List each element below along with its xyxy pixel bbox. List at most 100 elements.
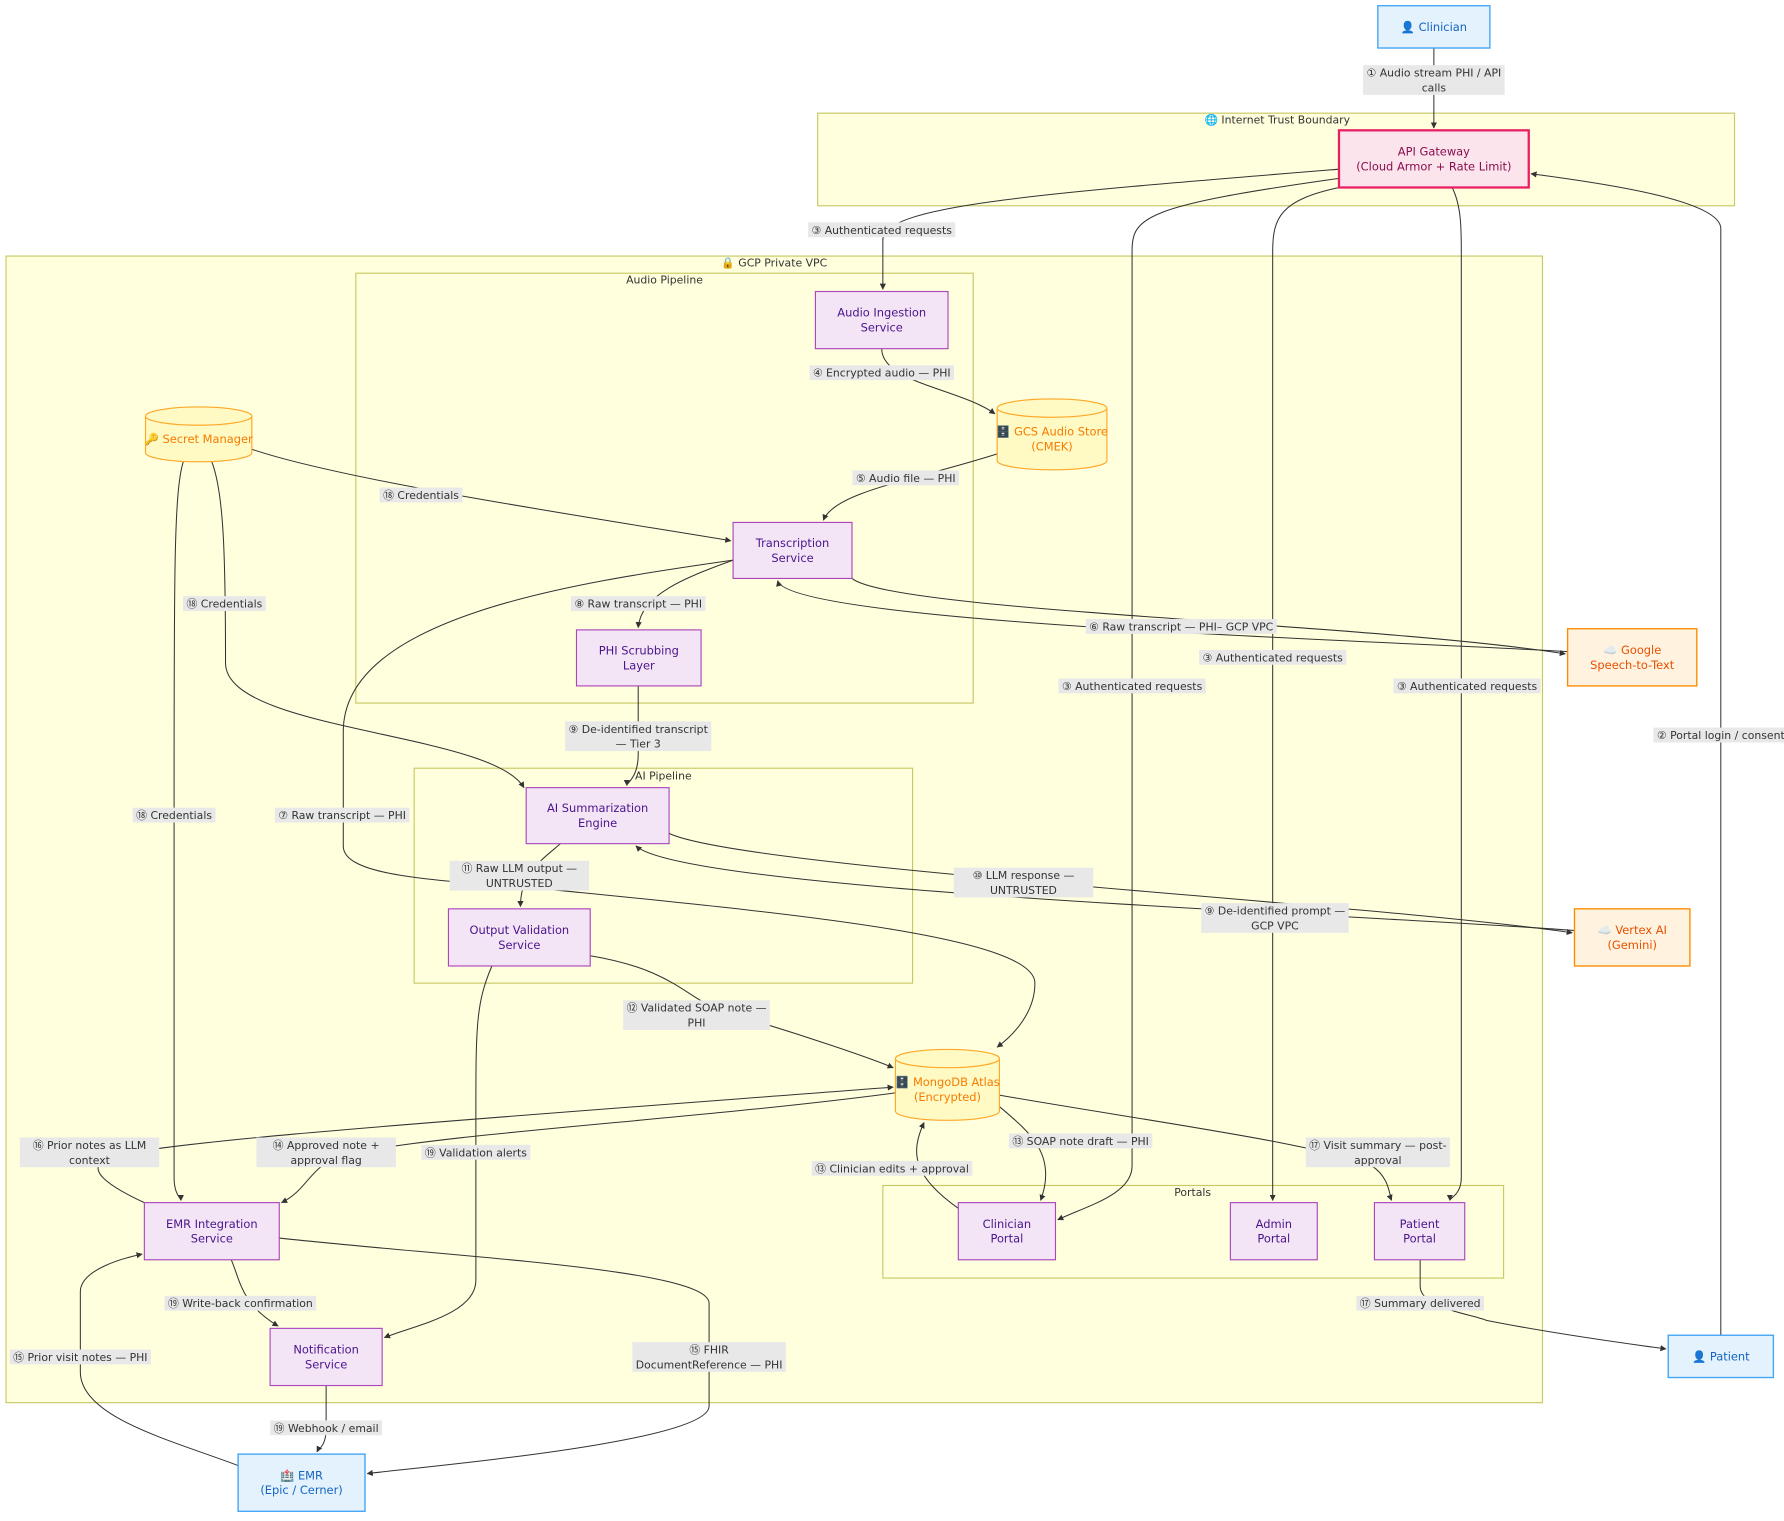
edge-label: ④ Encrypted audio — PHI <box>809 365 955 381</box>
edge-arrow <box>280 1092 896 1204</box>
edge-label-text: ⑦ Raw transcript — PHI <box>278 809 406 822</box>
edge-label-background <box>1653 727 1784 743</box>
edge-label: ⑱ Credentials <box>132 807 216 823</box>
edge-arrow <box>1057 177 1340 1221</box>
edge-label-text: calls <box>1422 81 1447 94</box>
node-clinician[interactable]: 👤 Clinician <box>1377 5 1491 49</box>
node-box <box>1377 5 1491 49</box>
edge-arrow <box>881 348 996 415</box>
edge-label-text: context <box>69 1154 110 1167</box>
node-label: EMR Integration <box>166 1217 258 1231</box>
node-label: 🔑 Secret Manager <box>145 432 253 446</box>
edge-arrow <box>211 461 525 789</box>
node-box <box>269 1327 383 1387</box>
node-box <box>814 290 949 350</box>
edge-label-background <box>1085 619 1277 634</box>
node-label: Service <box>861 321 903 335</box>
edge-label-text: ⑩ LLM response — <box>973 869 1075 882</box>
node-label: (Cloud Armor + Rate Limit) <box>1356 159 1511 173</box>
edge-label-background <box>9 1349 151 1365</box>
node-gcs[interactable]: 🗄️ GCS Audio Store(CMEK) <box>996 398 1108 471</box>
node-label: Portal <box>1257 1232 1290 1246</box>
edge-label: ⑰ Summary delivered <box>1356 1295 1484 1311</box>
node-label: AI Summarization <box>547 801 648 815</box>
node-label: Service <box>771 551 813 565</box>
edge-label: ③ Authenticated requests <box>808 222 956 238</box>
node-secret-manager[interactable]: 🔑 Secret Manager <box>145 406 253 463</box>
node-box <box>143 1202 280 1261</box>
node-box <box>1573 908 1691 967</box>
edge-label-background <box>1008 1133 1153 1149</box>
edge-arrow <box>822 453 998 521</box>
edge-label-text: ③ Authenticated requests <box>812 224 953 237</box>
edge-label-text: ⑫ Validated SOAP note — <box>627 1002 767 1015</box>
edge-label: ⑪ Raw LLM output —UNTRUSTED <box>449 860 590 891</box>
edge-label: ③ Authenticated requests <box>1058 678 1206 694</box>
node-box <box>1337 129 1530 189</box>
edge-label-background <box>623 1000 770 1031</box>
node-box <box>1566 628 1698 687</box>
edge-label: ⑱ Credentials <box>183 596 266 612</box>
node-emr[interactable]: 🏥 EMR(Epic / Cerner) <box>237 1453 366 1512</box>
edge-label-text: ⑰ Summary delivered <box>1360 1297 1481 1310</box>
database-cylinder-icon <box>894 1048 1001 1121</box>
node-label: 👤 Clinician <box>1401 20 1467 34</box>
edge-label-text: ④ Encrypted audio — PHI <box>813 367 951 380</box>
edge-label-text: ⑲ Write-back confirmation <box>168 1297 313 1310</box>
edge-label-background <box>1201 903 1349 933</box>
node-label: PHI Scrubbing <box>599 643 679 657</box>
edge-label-background <box>565 721 712 752</box>
edge-label-background <box>1305 1137 1450 1168</box>
edge-label-text: ⑨ De-identified transcript <box>569 723 708 736</box>
edge-label-text: ⑬ Clinician edits + approval <box>815 1162 969 1175</box>
node-label: Notification <box>293 1343 359 1357</box>
edge-arrow <box>635 845 1575 932</box>
edge-label-background <box>632 1342 786 1372</box>
edge-arrow <box>173 461 185 1201</box>
edge-label: ⑨ De-identified transcript— Tier 3 <box>565 721 712 752</box>
edge-label-background <box>1058 678 1206 694</box>
edge-label: ⑮ Prior visit notes — PHI <box>9 1349 151 1365</box>
ai-pipeline-title: AI Pipeline <box>635 770 692 783</box>
edge-arrow <box>1530 171 1722 1336</box>
edge-label-background <box>1356 1295 1484 1311</box>
node-mongodb[interactable]: 🗄️ MongoDB Atlas(Encrypted) <box>894 1048 1001 1121</box>
edge-label-text: DocumentReference — PHI <box>636 1358 783 1371</box>
edge-label-text: ⑲ Validation alerts <box>425 1146 527 1159</box>
edge-label-text: ⑥ Raw transcript — PHI– GCP VPC <box>1089 620 1273 633</box>
edge-label-background <box>1199 649 1347 665</box>
node-vertex[interactable]: ☁️ Vertex AI(Gemini) <box>1573 908 1691 967</box>
edge-label: ⑤ Audio file — PHI <box>852 470 960 486</box>
node-patient[interactable]: 👤 Patient <box>1667 1334 1775 1379</box>
node-api-gateway[interactable]: API Gateway(Cloud Armor + Rate Limit) <box>1337 129 1530 189</box>
node-label: Patient <box>1400 1217 1440 1231</box>
edge-arrow <box>279 1237 710 1476</box>
node-label: (Gemini) <box>1607 938 1657 952</box>
edge-label-background <box>19 1137 160 1168</box>
edge-label-background <box>164 1295 317 1311</box>
edge-label: ③ Authenticated requests <box>1199 649 1347 665</box>
node-label: API Gateway <box>1398 144 1470 158</box>
edge-label-text: ③ Authenticated requests <box>1397 680 1538 693</box>
edge-label-text: ⑭ Approved note + <box>273 1139 380 1152</box>
node-label: (CMEK) <box>1031 439 1072 453</box>
edge-label: ⑨ De-identified prompt —GCP VPC <box>1201 903 1349 933</box>
edge-label: ⑥ Raw transcript — PHI– GCP VPC <box>1085 619 1277 634</box>
edge-label-background <box>1363 65 1505 95</box>
node-label: Admin <box>1256 1217 1292 1231</box>
internet-trust-boundary-title: 🌐 Internet Trust Boundary <box>1204 113 1350 126</box>
edge-label-text: ⑤ Audio file — PHI <box>856 472 956 485</box>
